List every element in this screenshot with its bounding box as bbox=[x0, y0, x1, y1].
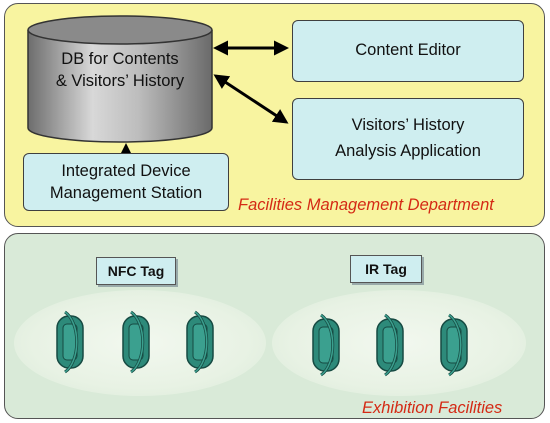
nfc-device-1 bbox=[55, 310, 85, 374]
ir-device-2 bbox=[375, 313, 405, 377]
history-analysis-line2: Analysis Application bbox=[335, 142, 481, 160]
ir-device-3 bbox=[439, 313, 469, 377]
history-analysis-line1: Visitors’ History bbox=[351, 116, 465, 135]
nfc-device-3 bbox=[185, 310, 215, 374]
history-analysis-box: Visitors’ History Analysis Application bbox=[292, 98, 524, 180]
nfc-device-2 bbox=[121, 310, 151, 374]
database-label-line1: DB for Contents bbox=[61, 50, 179, 68]
exhibition-label: Exhibition Facilities bbox=[362, 399, 503, 417]
db-to-history-arrow bbox=[213, 74, 289, 124]
ir-tag-label: IR Tag bbox=[350, 255, 422, 283]
database-label: DB for Contents & Visitors’ History bbox=[28, 48, 212, 93]
content-editor-box: Content Editor bbox=[292, 20, 524, 82]
device-management-line2: Management Station bbox=[49, 184, 203, 202]
ir-device-1 bbox=[311, 313, 341, 377]
department-label: Facilities Management Department bbox=[238, 196, 494, 214]
nfc-tag-label: NFC Tag bbox=[96, 257, 176, 285]
device-management-box: Integrated Device Management Station bbox=[23, 153, 229, 211]
database-label-line2: & Visitors’ History bbox=[55, 72, 185, 91]
content-editor-label: Content Editor bbox=[355, 41, 461, 60]
device-management-line1: Integrated Device bbox=[61, 161, 191, 180]
database-cylinder bbox=[27, 15, 213, 143]
